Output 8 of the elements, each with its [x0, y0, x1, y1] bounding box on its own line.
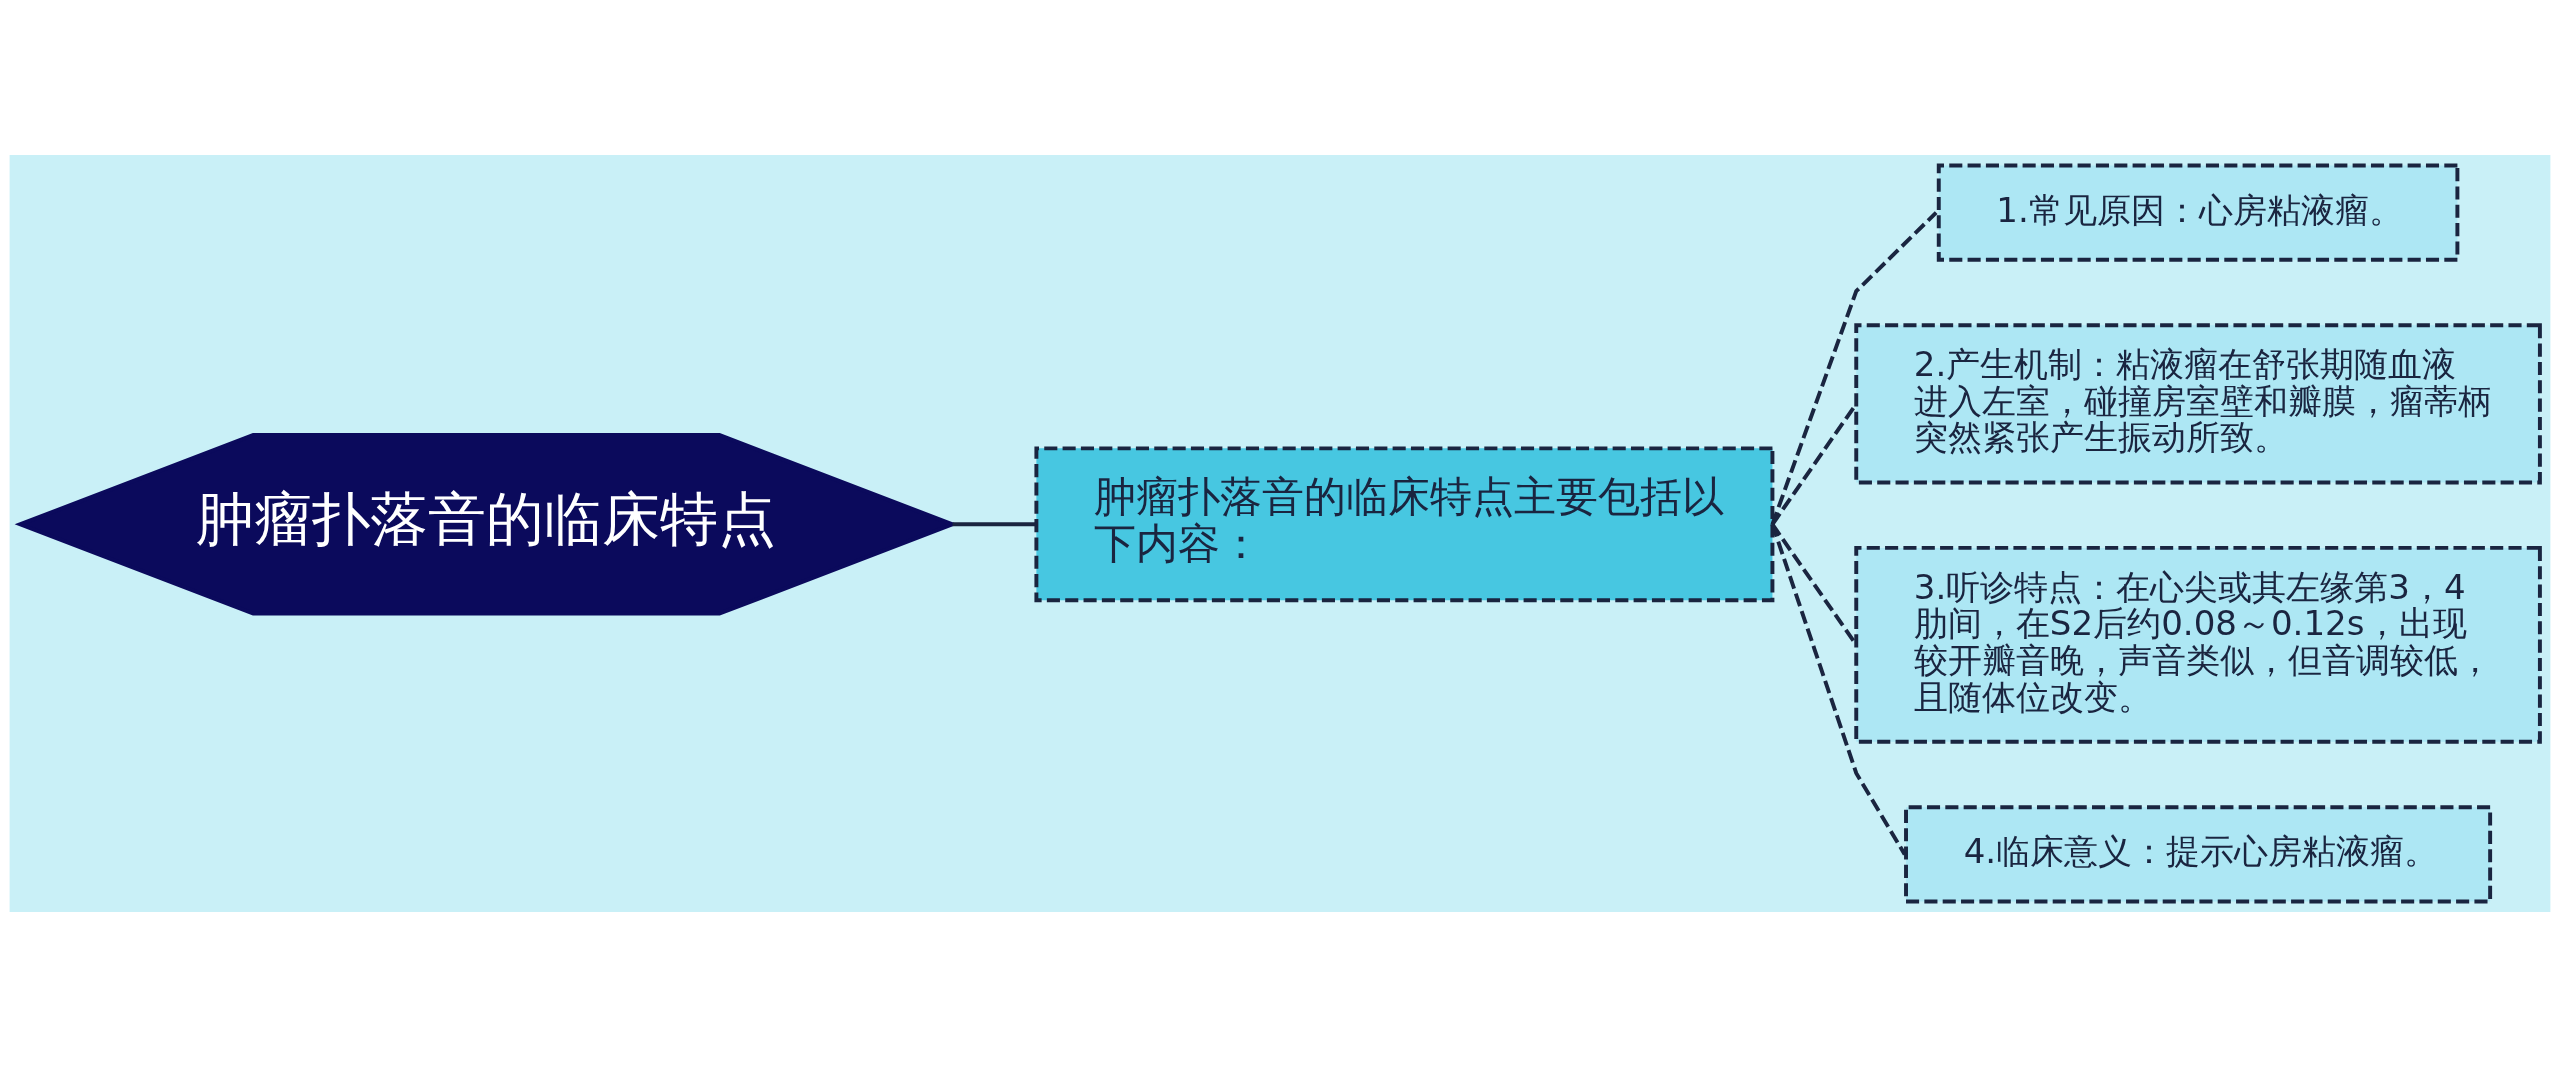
connector [952, 521, 1037, 526]
connector [1770, 210, 1938, 525]
node-box: 3.听诊特点：在心尖或其左缘第3，4肋间，在S2后约0.08～0.12s，出现较开瓣音晚，声音类似，但音调较低，且随体位改变。 [1854, 545, 2542, 744]
node-box: 4.临床意义：提示心房粘液瘤。 [1904, 804, 2493, 903]
node-box: 1.常见原因：心房粘液瘤。 [1936, 163, 2460, 262]
node-box: 2.产生机制：粘液瘤在舒张期随血液进入左室，碰撞房室壁和瓣膜，瘤蒂柄突然紧张产生振动所致。 [1854, 322, 2542, 484]
node-box: 肿瘤扑落音的临床特点主要包括以下内容： [1034, 445, 1775, 602]
connector [1770, 523, 1907, 855]
